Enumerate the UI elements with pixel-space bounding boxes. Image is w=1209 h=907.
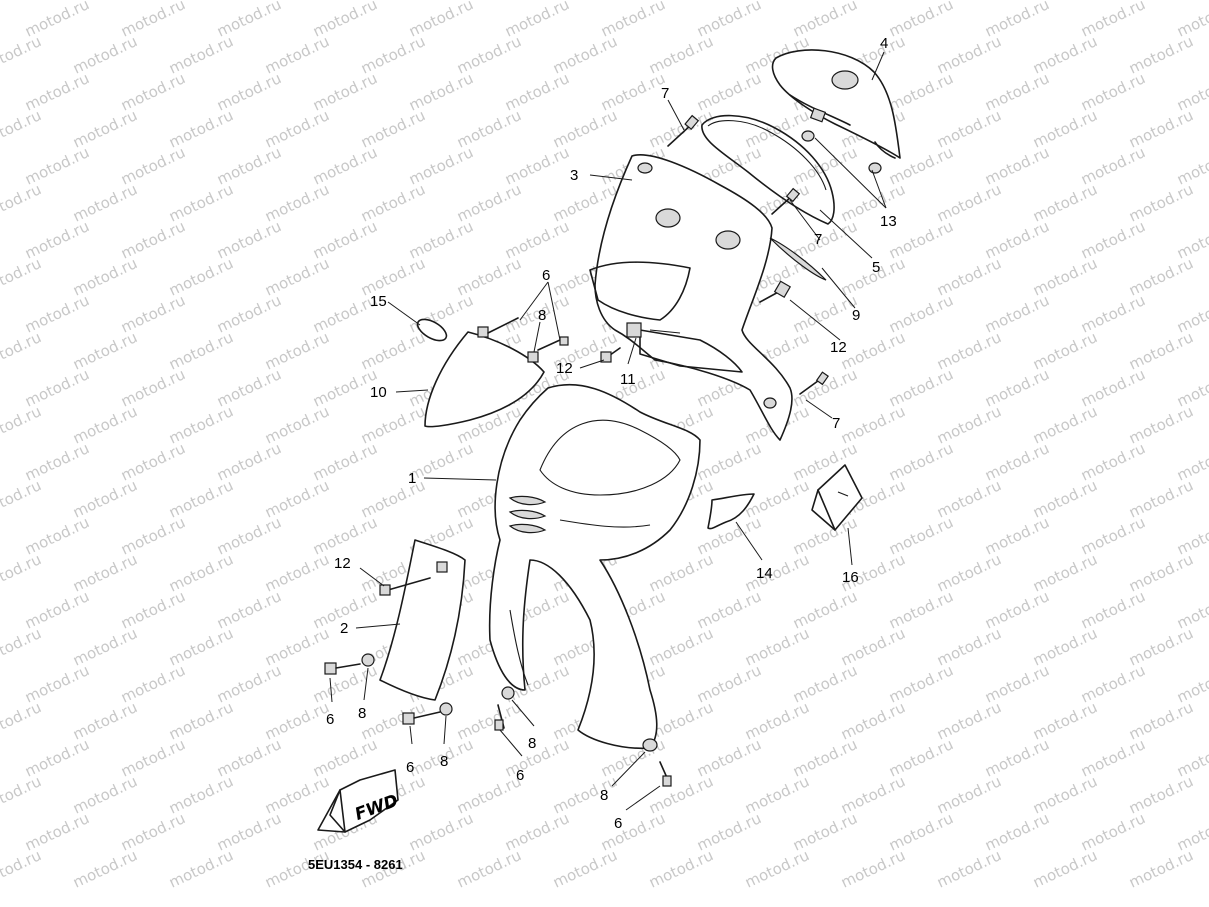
watermark-text: motod.ru bbox=[0, 328, 44, 373]
watermark-text: motod.ru bbox=[1174, 69, 1209, 114]
callout-6: 6 bbox=[516, 767, 524, 784]
diagram-code: 5EU1354 - 8261 bbox=[308, 857, 403, 872]
callout-5: 5 bbox=[872, 259, 880, 276]
watermark-text: motod.ru bbox=[646, 846, 716, 891]
watermark-text: motod.ru bbox=[1174, 365, 1209, 410]
watermark-text: motod.ru bbox=[0, 180, 44, 225]
watermark-text: motod.ru bbox=[1174, 439, 1209, 484]
part-16-clip bbox=[811, 464, 863, 531]
fwd-arrow: FWD bbox=[317, 769, 401, 833]
watermark-text: motod.ru bbox=[1174, 513, 1209, 558]
watermark-text: motod.ru bbox=[70, 846, 140, 891]
part-15-lens bbox=[416, 318, 448, 342]
part-2-lower-panel bbox=[324, 539, 466, 725]
watermark-text: motod.ru bbox=[0, 0, 44, 4]
callout-15: 15 bbox=[370, 293, 387, 310]
watermark-text: motod.ru bbox=[934, 846, 1004, 891]
watermark-text: motod.ru bbox=[1174, 809, 1209, 854]
part-10-visor bbox=[424, 317, 569, 428]
watermark-text: motod.ru bbox=[1174, 217, 1209, 262]
watermark-text: motod.ru bbox=[0, 402, 44, 447]
watermark-text: motod.ru bbox=[0, 32, 44, 77]
watermark-text: motod.ru bbox=[1174, 291, 1209, 336]
callout-11: 11 bbox=[620, 371, 636, 388]
callout-7: 7 bbox=[832, 415, 840, 432]
callout-12: 12 bbox=[830, 339, 847, 356]
watermark-text: motod.ru bbox=[1174, 0, 1209, 41]
part-14-bracket bbox=[707, 493, 755, 530]
callout-4: 4 bbox=[880, 35, 888, 52]
callout-12: 12 bbox=[556, 360, 573, 377]
watermark-text: motod.ru bbox=[1174, 143, 1209, 188]
callout-8: 8 bbox=[538, 307, 546, 324]
callout-3: 3 bbox=[570, 167, 578, 184]
callout-12: 12 bbox=[334, 555, 351, 572]
part-5-gasket bbox=[701, 114, 835, 225]
watermark-text: motod.ru bbox=[454, 846, 524, 891]
part-3-inner-panel bbox=[589, 154, 793, 441]
leader-lines bbox=[329, 51, 887, 811]
callout-8: 8 bbox=[528, 735, 536, 752]
callout-6: 6 bbox=[614, 815, 622, 832]
callout-8: 8 bbox=[440, 753, 448, 770]
callout-13: 13 bbox=[880, 213, 897, 230]
watermark-text: motod.ru bbox=[166, 846, 236, 891]
callout-16: 16 bbox=[842, 569, 859, 586]
watermark-text: motod.ru bbox=[1030, 846, 1100, 891]
callout-10: 10 bbox=[370, 384, 387, 401]
watermark-text: motod.ru bbox=[550, 846, 620, 891]
callout-2: 2 bbox=[340, 620, 348, 637]
watermark-text: motod.ru bbox=[1126, 846, 1196, 891]
part-4-cover bbox=[771, 49, 901, 174]
callout-14: 14 bbox=[756, 565, 773, 582]
callout-1: 1 bbox=[408, 470, 416, 487]
watermark-text: motod.ru bbox=[742, 846, 812, 891]
watermark-text: motod.ru bbox=[0, 846, 44, 891]
watermark-text: motod.ru bbox=[0, 624, 44, 669]
callout-7: 7 bbox=[661, 85, 669, 102]
part-9-strip bbox=[769, 237, 827, 281]
watermark-text: motod.ru bbox=[0, 550, 44, 595]
callout-6: 6 bbox=[406, 759, 414, 776]
watermark-text: motod.ru bbox=[0, 254, 44, 299]
watermark-text: motod.ru bbox=[0, 698, 44, 743]
callout-6: 6 bbox=[326, 711, 334, 728]
watermark-text: motod.ru bbox=[1174, 661, 1209, 706]
callout-8: 8 bbox=[358, 705, 366, 722]
callout-6: 6 bbox=[542, 267, 550, 284]
callout-8: 8 bbox=[600, 787, 608, 804]
watermark-text: motod.ru bbox=[838, 846, 908, 891]
watermark-text: motod.ru bbox=[0, 476, 44, 521]
watermark-text: motod.ru bbox=[0, 106, 44, 151]
callout-7: 7 bbox=[814, 231, 822, 248]
fasteners-top bbox=[600, 114, 829, 395]
watermark-text: motod.ru bbox=[1174, 587, 1209, 632]
callouts: 4 7 3 13 7 5 6 15 8 9 12 12 11 10 7 1 12… bbox=[326, 35, 897, 832]
callout-9: 9 bbox=[852, 307, 860, 324]
watermark-text: motod.ru bbox=[1174, 735, 1209, 780]
watermark-text: motod.ru bbox=[0, 772, 44, 817]
part-1-leg-shield bbox=[488, 384, 701, 787]
